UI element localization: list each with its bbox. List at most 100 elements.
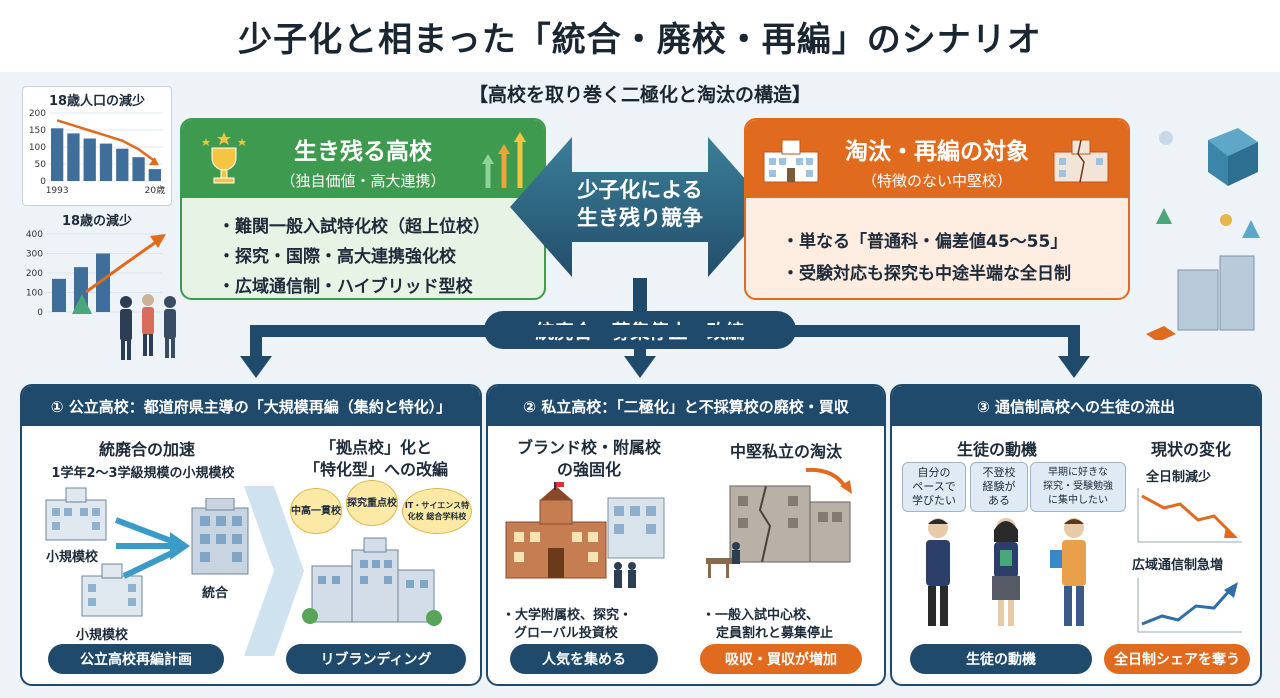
trend-line xyxy=(85,240,157,294)
pill-take-share: 全日制シェアを奪う xyxy=(1104,644,1250,674)
panel2-left-title-1: ブランド校・附属校 xyxy=(516,438,661,457)
decorative-shapes xyxy=(1146,128,1260,340)
panel-correspondence-schools: ③ 通信制高校への生徒の流出 生徒の動機 自分の ペースで 学びたい 不登校 経… xyxy=(890,384,1262,686)
bar xyxy=(116,148,129,181)
bubble-integrated: 中高一貫校 xyxy=(290,488,342,534)
bubble-it-science: IT・サイエンス特化校 総合学科校 xyxy=(402,488,472,534)
bar xyxy=(67,133,80,181)
motive-line: 自分の xyxy=(917,466,951,479)
pill-gain-popularity: 人気を集める xyxy=(510,644,658,674)
center-line-1: 少子化による xyxy=(577,178,703,202)
mini-chart-title: 18歳人口の減少 xyxy=(48,94,146,109)
center-double-arrow xyxy=(510,137,770,277)
bar xyxy=(96,253,110,312)
y-tick-label: 0 xyxy=(40,177,46,187)
panel1-left-title: 統廃合の加速 xyxy=(98,440,195,459)
trend-correspondence-label: 広域通信制急増 xyxy=(1132,558,1224,573)
trend-arrowhead xyxy=(148,157,159,166)
survive-box: 生き残る高校 （独自価値・高大連携） ・難関一般入試特化校（超上位校） ・探究・… xyxy=(180,118,546,300)
y-tick-label: 100 xyxy=(29,143,46,153)
panel1-right-title-2: 「特化型」への改編 xyxy=(303,460,448,479)
motive-line: ある xyxy=(988,494,1010,507)
motive-line: 早期に好きな xyxy=(1048,467,1108,478)
flow-left-drop xyxy=(250,325,262,361)
y-tick-label: 150 xyxy=(29,126,46,136)
small-school-label-1: 小規模校 xyxy=(46,550,99,565)
school-building-icon xyxy=(763,139,819,183)
bar xyxy=(51,128,64,181)
motive-line: 学びたい xyxy=(912,494,956,507)
flow-horizontal xyxy=(250,325,1080,337)
panel-private-schools: ② 私立高校：「二極化」と不採算校の廃校・買収 ブランド校・附属校 の強固化 ・… xyxy=(486,384,886,686)
trend-fulltime-label: 全日制減少 xyxy=(1146,470,1212,485)
small-school-icon xyxy=(81,563,143,617)
page-title: 少子化と相まった「統合・廃校・再編」のシナリオ xyxy=(238,19,1042,60)
survive-item: ・難関一般入試特化校（超上位校） xyxy=(218,217,490,237)
brand-school-icon xyxy=(505,482,665,588)
bubble-inquiry: 探究重点校 xyxy=(346,480,398,526)
damaged-school-icon xyxy=(1053,139,1109,183)
merge-arrows-icon xyxy=(114,517,190,579)
panel-header: ① 公立高校：都道府県主導の「大規模再編（集約と特化）」 xyxy=(22,386,480,426)
trophy-icon xyxy=(202,132,246,184)
small-school-label-2: 小規模校 xyxy=(76,628,129,643)
survive-item: ・探究・国際・高大連携強化校 xyxy=(218,247,456,267)
small-school-icon xyxy=(45,487,107,541)
center-label: 少子化による 生き残り競争 xyxy=(560,176,720,232)
panel2-right-note-2: 定員割れと募集停止 xyxy=(716,626,834,641)
panel2-left-title-2: の強固化 xyxy=(556,460,621,479)
motive-line: ペースで xyxy=(912,480,956,493)
panel1-left-sub: 1学年2～3学級規模の小規模校 xyxy=(51,466,235,481)
pill-public-plan: 公立高校再編計画 xyxy=(48,644,224,674)
flow-arrowheads xyxy=(240,356,1090,378)
eliminate-item: ・単なる「普通科・偏差値45～55」 xyxy=(782,232,1068,252)
decor-shape xyxy=(72,294,92,314)
motive-line: 不登校 xyxy=(982,466,1016,479)
panel1-right-title-1: 「拠点校」化と xyxy=(319,438,432,457)
eliminate-box: 淘汰・再編の対象 （特徴のない中堅校） ・単なる「普通科・偏差値45～55」 ・… xyxy=(744,118,1130,300)
flow-stem xyxy=(633,278,647,314)
mini-chart-title: 18歳の減少 xyxy=(61,214,133,229)
pill-student-motives: 生徒の動機 xyxy=(910,644,1092,674)
bar xyxy=(52,278,66,312)
eliminate-header: 淘汰・再編の対象 （特徴のない中堅校） xyxy=(746,120,1128,198)
motive-truancy: 不登校 経験が ある xyxy=(970,462,1028,512)
y-tick-label: 50 xyxy=(35,160,47,170)
panel2-left-note-1: ・大学附属校、探究・ xyxy=(502,608,633,623)
bar xyxy=(99,143,113,181)
panel2-right-title: 中堅私立の淘汰 xyxy=(729,442,842,461)
eliminate-list: ・単なる「普通科・偏差値45～55」 ・受験対応も探究も中途半端な全日制 xyxy=(746,198,1128,290)
panel3-left-title: 生徒の動機 xyxy=(956,440,1037,459)
eliminate-item: ・受験対応も探究も中途半端な全日制 xyxy=(782,264,1071,284)
motive-line: 探究・受験勉強 xyxy=(1043,481,1113,492)
flow-right-drop xyxy=(1068,325,1080,361)
trend-line xyxy=(56,119,156,163)
growth-arrows-icon xyxy=(482,132,526,188)
people-illustration xyxy=(120,294,176,360)
bar xyxy=(132,157,145,181)
survive-list: ・難関一般入試特化校（超上位校） ・探究・国際・高大連携強化校 ・広域通信制・ハ… xyxy=(182,198,544,302)
rise-trend-chart xyxy=(1137,578,1242,633)
survive-title: 生き残る高校 xyxy=(294,139,432,165)
transform-chevron xyxy=(244,486,304,656)
x-tick-label: 1993 xyxy=(46,186,69,196)
survive-header: 生き残る高校 （独自価値・高大連携） xyxy=(182,120,544,198)
motive-line: 経験が xyxy=(982,480,1016,493)
y-tick-label: 200 xyxy=(29,109,46,119)
eliminate-subtitle: （特徴のない中堅校） xyxy=(861,172,1012,190)
pill-rebranding: リブランディング xyxy=(286,644,466,674)
panel3-right-title: 現状の変化 xyxy=(1150,440,1231,459)
motive-focus: 早期に好きな 探究・受験勉強 に集中したい xyxy=(1030,462,1126,512)
students-illustration xyxy=(926,518,1086,626)
y-tick-label: 0 xyxy=(37,308,43,318)
panel-public-schools: ① 公立高校：都道府県主導の「大規模再編（集約と特化）」 統廃合の加速 1学年2… xyxy=(20,384,482,686)
survive-item: ・広域通信制・ハイブリッド型校 xyxy=(218,277,473,297)
y-tick-label: 300 xyxy=(26,250,43,260)
y-tick-label: 200 xyxy=(26,269,43,279)
center-line-2: 生き残り競争 xyxy=(577,206,703,230)
page-subtitle: 【高校を取り巻く二極化と淘汰の構造】 xyxy=(468,84,811,106)
title-bar: 少子化と相まった「統合・廃校・再編」のシナリオ xyxy=(0,0,1280,72)
survive-subtitle: （独自価値・高大連携） xyxy=(280,172,446,190)
